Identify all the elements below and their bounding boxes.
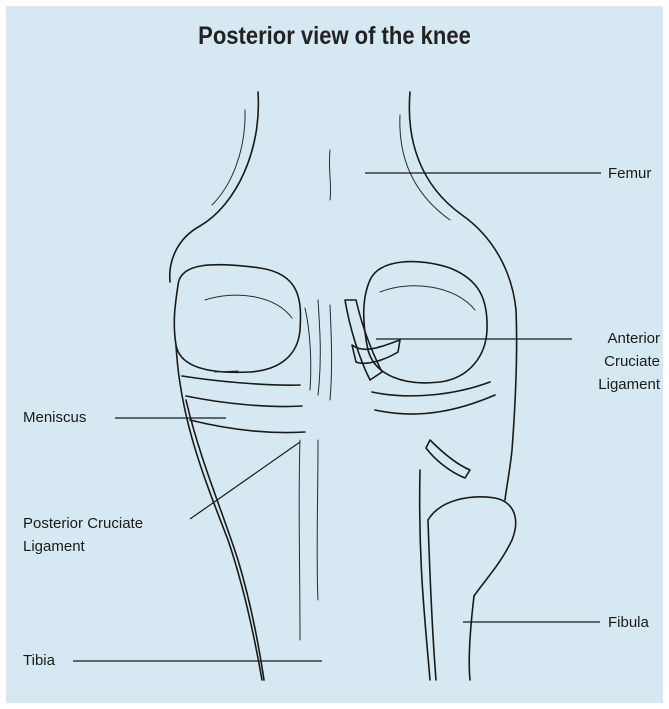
label-meniscus: Meniscus [23, 408, 86, 428]
label-femur: Femur [608, 164, 651, 184]
medial-condyle-inner [205, 295, 292, 318]
diagram-title: Posterior view of the knee [40, 22, 629, 51]
tibia-outline-right [420, 470, 430, 680]
tibia-outline-left-inner [186, 400, 264, 680]
femur-shading-3 [329, 150, 330, 200]
pcl-fibers-1 [305, 308, 311, 390]
tibial-plateau-left [190, 420, 305, 433]
label-fibula: Fibula [608, 613, 649, 633]
label-pcl-line2: Ligament [23, 537, 85, 557]
label-acl-line1: Anterior [560, 329, 660, 349]
lateral-condyle [364, 262, 487, 383]
tibia-shading-1 [299, 440, 300, 640]
label-tibia: Tibia [23, 651, 55, 671]
fibula-outline-left [428, 520, 436, 680]
tibial-plateau-right [375, 395, 495, 414]
femur-outline-right [409, 92, 516, 310]
pcl-fibers-2 [318, 300, 320, 395]
meniscus-left-upper [182, 376, 300, 385]
lateral-condyle-inner [380, 286, 475, 310]
femur-shading-2 [400, 115, 450, 220]
tibia-outline-left [176, 345, 262, 680]
label-acl-line2: Cruciate [560, 352, 660, 372]
meniscus-dark-patch [426, 440, 470, 478]
meniscus-right [372, 382, 490, 396]
tibia-shading-2 [317, 440, 318, 600]
femur-shading-1 [212, 110, 245, 205]
label-pcl-line1: Posterior Cruciate [23, 514, 143, 534]
pcl-fibers-3 [330, 305, 332, 400]
fibula-head [428, 497, 516, 596]
meniscus-left-lower [186, 396, 302, 407]
medial-condyle [174, 265, 300, 373]
fibula-outline-right [469, 596, 474, 680]
label-acl-line3: Ligament [560, 375, 660, 395]
